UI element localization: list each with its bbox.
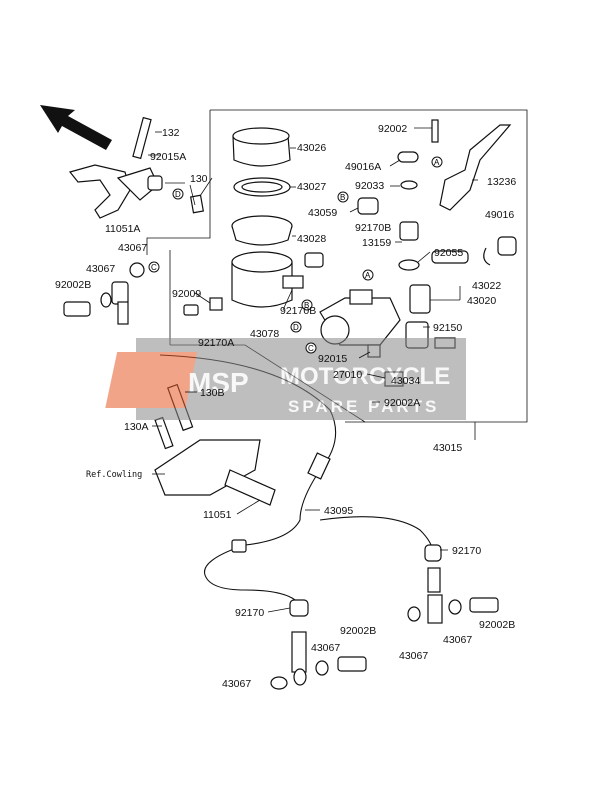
watermark: MSP MOTORCYCLE SPARE PARTS — [105, 338, 466, 420]
label-43020: 43020 — [467, 295, 496, 307]
label-43067-e: 43067 — [443, 634, 472, 646]
callout-b2: B — [304, 301, 309, 310]
watermark-line2: SPARE PARTS — [288, 397, 439, 416]
reservoir-assembly — [231, 127, 296, 308]
label-130B: 130B — [200, 387, 225, 399]
label-130A: 130A — [124, 421, 149, 433]
label-43067-a: 43067 — [118, 242, 147, 254]
label-43022: 43022 — [472, 280, 501, 292]
part-labels: 132 92015A 130 11051A 43026 43027 43028 … — [55, 123, 516, 690]
label-92170-l: 92170 — [235, 607, 264, 619]
callout-d2: D — [293, 323, 299, 332]
callout-a1: A — [434, 158, 440, 167]
label-92009: 92009 — [172, 288, 201, 300]
label-92015A: 92015A — [150, 151, 186, 163]
label-49016A: 49016A — [345, 161, 381, 173]
label-43059: 43059 — [308, 207, 337, 219]
label-92170A: 92170A — [198, 337, 234, 349]
label-13159: 13159 — [362, 237, 391, 249]
label-43028: 43028 — [297, 233, 326, 245]
label-43078: 43078 — [250, 328, 279, 340]
callout-d1: D — [175, 190, 181, 199]
callout-b1: B — [340, 193, 345, 202]
label-43034: 43034 — [391, 375, 420, 387]
label-92055: 92055 — [434, 247, 463, 259]
label-43067-b: 43067 — [86, 263, 115, 275]
label-11051: 11051 — [203, 509, 232, 521]
label-43067-d: 43067 — [399, 650, 428, 662]
label-92015: 92015 — [318, 353, 347, 365]
leader-lines — [152, 127, 478, 613]
label-43095: 43095 — [324, 505, 353, 517]
front-direction-arrow-icon — [40, 105, 112, 150]
label-92002-top: 92002 — [378, 123, 407, 135]
label-92170B-top: 92170B — [355, 222, 391, 234]
left-fittings — [63, 252, 324, 325]
label-92002B-b: 92002B — [340, 625, 376, 637]
callout-markers: A A D D C C B B — [148, 156, 443, 354]
label-43067-c: 43067 — [311, 642, 340, 654]
cowling-bracket — [154, 383, 276, 506]
label-92002A: 92002A — [384, 397, 420, 409]
label-92002B-a: 92002B — [55, 279, 91, 291]
label-92150: 92150 — [433, 322, 462, 334]
banjo-fittings — [270, 597, 499, 690]
watermark-logo: MSP — [188, 367, 249, 398]
label-132: 132 — [162, 127, 180, 139]
label-ref-cowling: Ref.Cowling — [86, 470, 142, 480]
label-27010: 27010 — [333, 369, 362, 381]
label-43027: 43027 — [297, 181, 326, 193]
label-43026: 43026 — [297, 142, 326, 154]
label-43067-f: 43067 — [222, 678, 251, 690]
label-130: 130 — [190, 173, 208, 185]
label-43015: 43015 — [433, 442, 462, 454]
label-92170-r: 92170 — [452, 545, 481, 557]
brake-lever — [431, 119, 512, 211]
label-49016: 49016 — [485, 209, 514, 221]
watermark-line1: MOTORCYCLE — [280, 363, 450, 390]
label-92033: 92033 — [355, 180, 384, 192]
label-11051A: 11051A — [105, 223, 140, 235]
label-13236: 13236 — [487, 176, 516, 188]
label-92002B-c: 92002B — [479, 619, 515, 631]
watermark-logo-badge — [105, 352, 198, 408]
label-92170B-mid: 92170B — [280, 305, 316, 317]
callout-c1: C — [151, 263, 157, 272]
callout-c2: C — [308, 344, 314, 353]
callout-a2: A — [365, 271, 371, 280]
mirror-bracket-assembly — [68, 116, 205, 219]
